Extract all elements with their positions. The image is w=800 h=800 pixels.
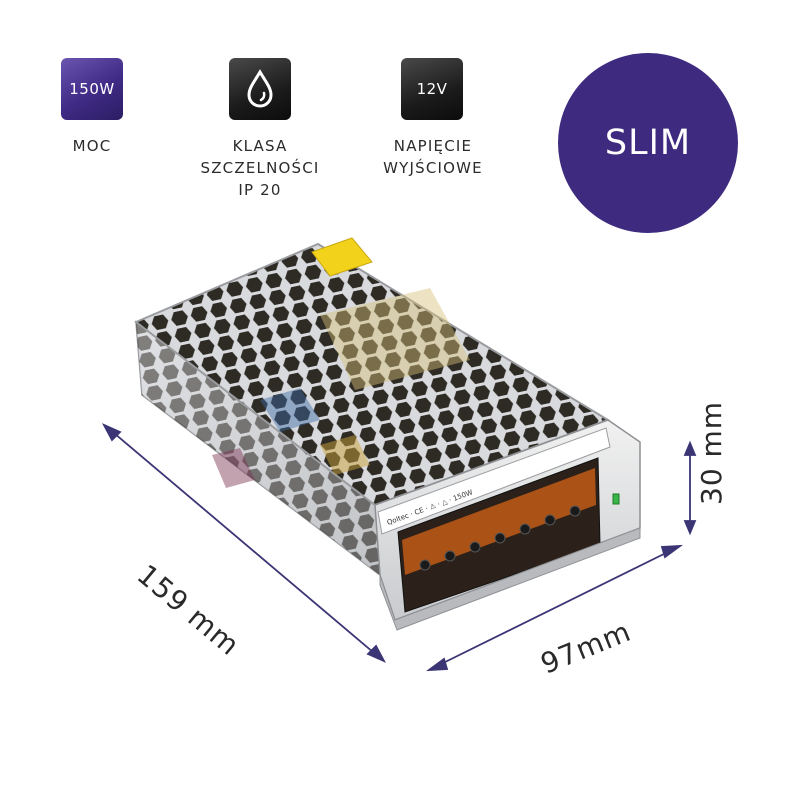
slim-badge: SLIM xyxy=(558,53,738,233)
ip-caption: KLASA SZCZELNOŚCI IP 20 xyxy=(195,135,325,201)
water-drop-icon xyxy=(247,69,273,108)
voltage-value: 12V xyxy=(416,80,448,98)
terminal-cover xyxy=(402,468,596,575)
ip-label-line-1: KLASA xyxy=(232,137,288,155)
terminal-screws xyxy=(419,505,581,571)
voltage-badge: 12V xyxy=(401,58,463,120)
ip-label-line-3: IP 20 xyxy=(238,181,282,199)
power-badge: 150W xyxy=(61,58,123,120)
voltage-label-line-2: WYJŚCIOWE xyxy=(383,159,483,177)
ip-label-line-2: SZCZELNOŚCI xyxy=(200,159,320,177)
spec-label-strip xyxy=(377,427,611,535)
slim-label: SLIM xyxy=(604,123,692,163)
power-caption: MOC xyxy=(48,135,136,157)
power-value: 150W xyxy=(69,80,115,98)
power-label: MOC xyxy=(72,137,112,155)
voltage-caption: NAPIĘCIE WYJŚCIOWE xyxy=(368,135,498,179)
voltage-label-line-1: NAPIĘCIE xyxy=(393,137,473,155)
status-led xyxy=(612,493,620,505)
height-dimension: 30 mm xyxy=(695,400,728,505)
dimension-arrows xyxy=(101,423,697,672)
ip-badge xyxy=(229,58,291,120)
warning-label xyxy=(311,237,373,277)
